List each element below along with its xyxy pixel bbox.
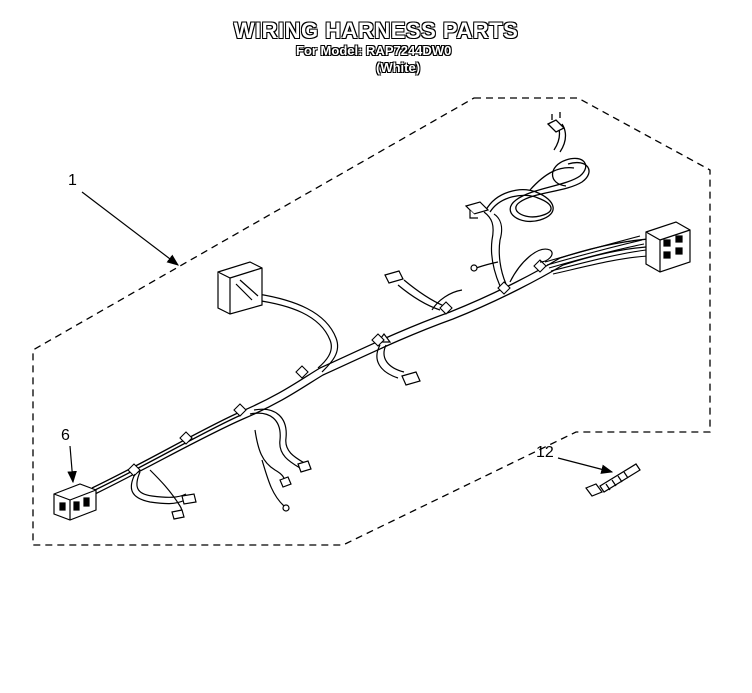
callout-6-leader — [67, 445, 77, 484]
connector-block-right — [645, 221, 691, 273]
plug-terminal — [464, 201, 490, 219]
cable-tie — [585, 463, 641, 497]
branch-center-left — [249, 408, 312, 512]
trunk-clips — [127, 259, 547, 477]
callout-12-leader — [557, 457, 614, 474]
branch-top-center — [384, 270, 463, 311]
coiled-power-cord — [485, 112, 590, 222]
callout-1-leader — [81, 191, 179, 266]
panel-clip-component — [217, 261, 263, 315]
connector-block-left — [53, 483, 97, 521]
assembly-boundary — [32, 97, 711, 546]
branch-panel-clip — [254, 293, 339, 373]
callout-12-label: 12 — [536, 444, 554, 461]
color-variant: (White) — [376, 60, 421, 75]
branch-upper-right — [470, 211, 553, 287]
branch-center-lower — [376, 333, 421, 386]
callout-6-label: 6 — [61, 427, 70, 444]
branch-lower-left — [130, 469, 197, 520]
diagram-title: WIRING HARNESS PARTS — [233, 18, 519, 43]
model-number: For Model: RAP7244DW0 — [296, 43, 452, 58]
harness-trunk — [91, 237, 663, 495]
branch-right-bundle — [544, 235, 649, 275]
callout-1-label: 1 — [68, 172, 77, 189]
